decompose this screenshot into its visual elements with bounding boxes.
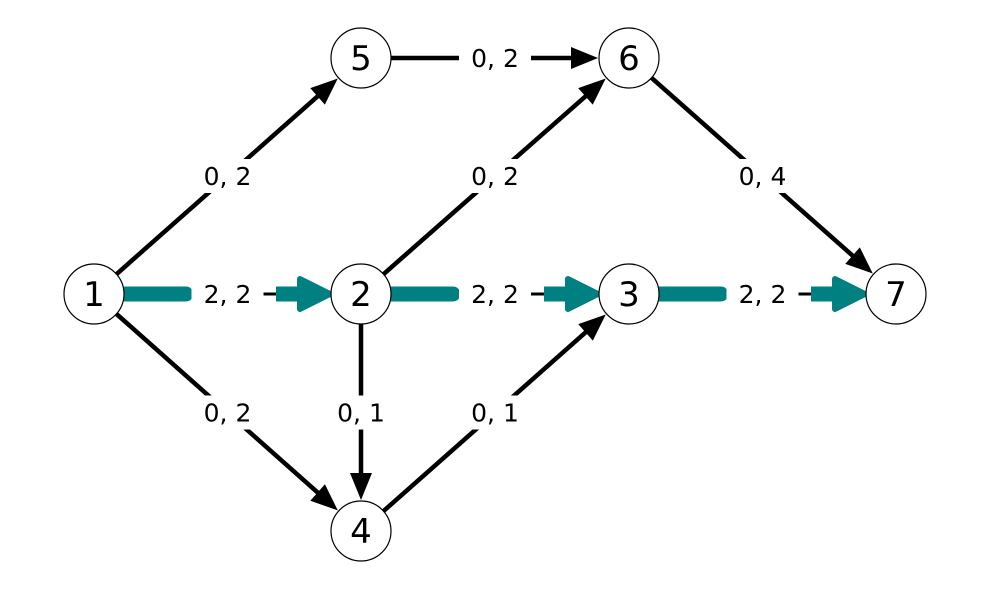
edge-label: 2, 2 bbox=[471, 280, 519, 309]
node-circle bbox=[330, 500, 392, 562]
edge-label-bg bbox=[191, 277, 264, 311]
edge-label-bg bbox=[459, 41, 531, 75]
node-6: 6 bbox=[598, 27, 660, 89]
edge-arrowhead bbox=[571, 47, 598, 69]
highlight-arrowhead bbox=[832, 276, 868, 312]
node-circle bbox=[63, 263, 125, 325]
node-5: 5 bbox=[330, 27, 392, 89]
edge-label: 0, 1 bbox=[471, 399, 519, 428]
edge-2-3: 2, 2 bbox=[383, 276, 601, 312]
node-7: 7 bbox=[865, 263, 927, 325]
edge-2-6: 0, 2 bbox=[382, 78, 606, 276]
node-3: 3 bbox=[598, 263, 660, 325]
node-circle bbox=[330, 263, 392, 325]
node-label: 2 bbox=[350, 275, 372, 315]
edge-arrowhead bbox=[350, 473, 372, 500]
edges-layer: 0, 2 0, 2 0, 2 0, 4 0, 2 0, 1 0, 1 2, 2 2, 2 2, 2 bbox=[114, 41, 873, 513]
edge-label: 0, 2 bbox=[204, 162, 252, 191]
edge-label: 2, 2 bbox=[204, 280, 252, 309]
edge-3-7: 2, 2 bbox=[651, 276, 868, 312]
edge-label-bg bbox=[459, 159, 531, 193]
edge-2-4: 0, 1 bbox=[325, 324, 397, 500]
edge-label-bg bbox=[191, 159, 264, 193]
edge-label-bg bbox=[726, 277, 799, 311]
edge-1-2: 2, 2 bbox=[116, 276, 333, 312]
node-4: 4 bbox=[330, 500, 392, 562]
edge-arrowhead bbox=[310, 484, 338, 511]
edge-label: 0, 2 bbox=[471, 162, 519, 191]
edge-1-5: 0, 2 bbox=[114, 78, 338, 276]
node-1: 1 bbox=[63, 263, 125, 325]
edge-label-bg bbox=[325, 395, 397, 430]
node-label: 6 bbox=[618, 39, 640, 79]
edge-label: 0, 2 bbox=[471, 44, 519, 73]
node-label: 1 bbox=[83, 275, 105, 315]
edge-label: 0, 2 bbox=[204, 399, 252, 428]
node-circle bbox=[598, 27, 660, 89]
edge-arrowhead bbox=[845, 247, 873, 274]
edge-label: 0, 1 bbox=[337, 399, 385, 428]
edge-5-6: 0, 2 bbox=[391, 41, 598, 75]
edge-label: 0, 4 bbox=[739, 162, 787, 191]
edge-arrowhead bbox=[578, 314, 606, 341]
edge-1-4: 0, 2 bbox=[114, 312, 338, 511]
edge-label-bg bbox=[191, 395, 264, 430]
edge-label-bg bbox=[459, 277, 531, 311]
edge-4-3: 0, 1 bbox=[381, 314, 606, 513]
node-label: 5 bbox=[350, 39, 372, 79]
node-circle bbox=[330, 27, 392, 89]
highlight-arrowhead bbox=[297, 276, 333, 312]
node-label: 4 bbox=[350, 512, 372, 552]
edge-label-bg bbox=[726, 159, 799, 193]
edge-label: 2, 2 bbox=[739, 280, 787, 309]
edge-6-7: 0, 4 bbox=[649, 76, 873, 274]
node-circle bbox=[598, 263, 660, 325]
node-circle bbox=[865, 263, 927, 325]
edge-arrowhead bbox=[310, 78, 338, 105]
edge-arrowhead bbox=[578, 78, 606, 105]
node-label: 7 bbox=[885, 275, 907, 315]
node-2: 2 bbox=[330, 263, 392, 325]
nodes-layer: 1 2 3 4 5 6 7 bbox=[63, 27, 927, 562]
node-label: 3 bbox=[618, 275, 640, 315]
highlight-arrowhead bbox=[565, 276, 601, 312]
edge-label-bg bbox=[459, 395, 531, 430]
